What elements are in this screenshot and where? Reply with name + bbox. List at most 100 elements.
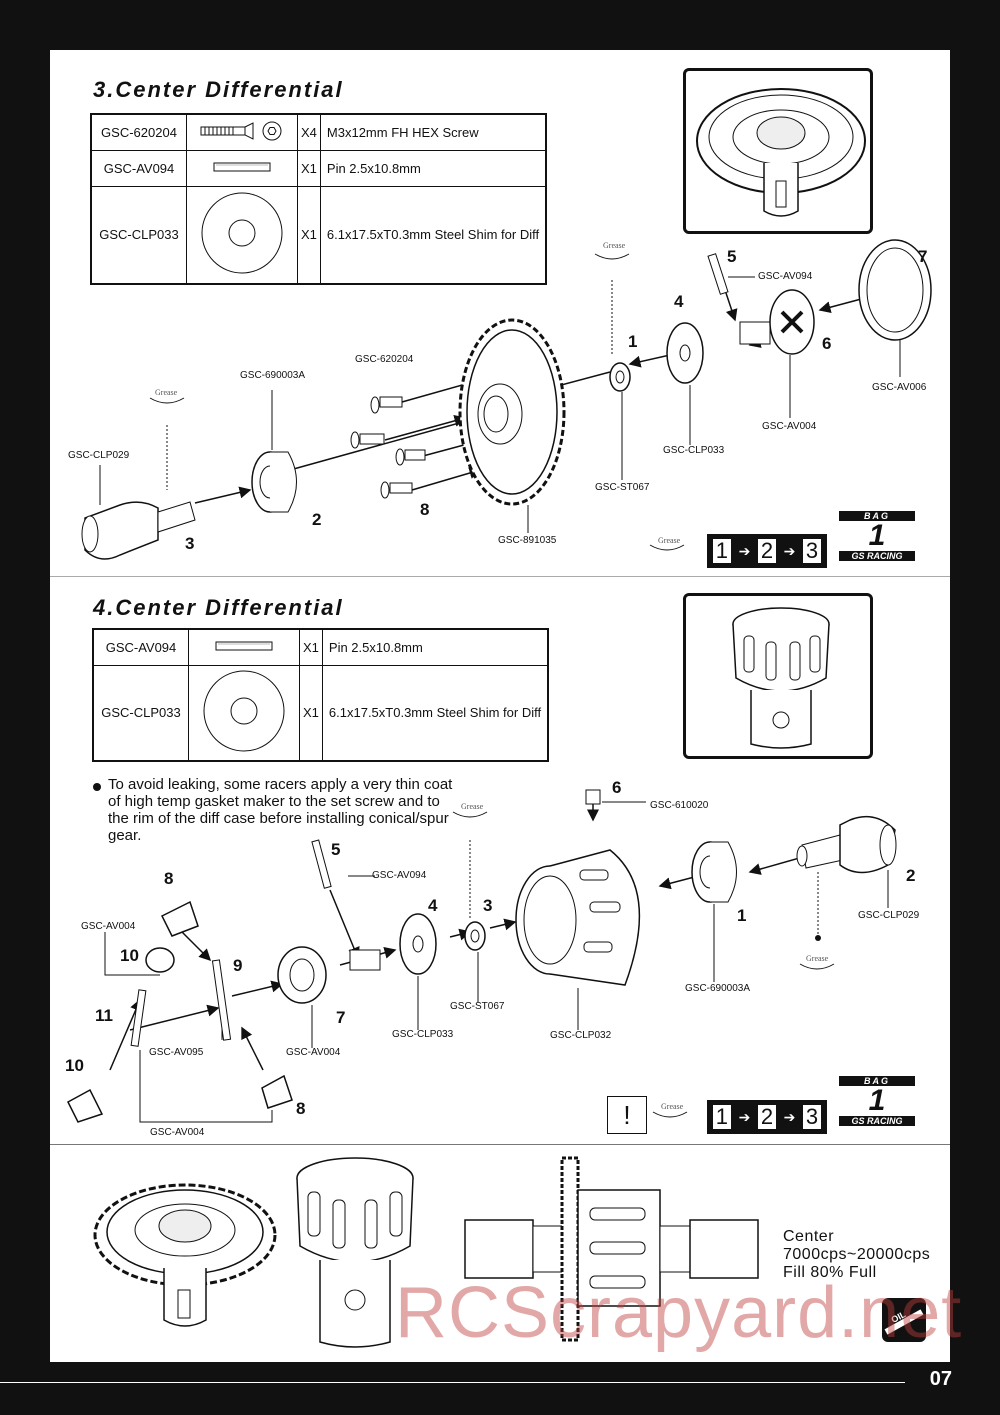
section4-exploded-diagram	[67, 789, 897, 1123]
pin-image	[188, 628, 300, 666]
label-clp029: GSC-CLP029	[68, 450, 130, 461]
fill-line-3: Fill 80% Full	[783, 1264, 877, 1281]
oil-bottle-icon	[882, 1298, 926, 1342]
shim-image	[186, 185, 298, 285]
grease-label: Grease	[658, 536, 681, 545]
callout-3: 3	[185, 534, 195, 553]
footer-illustrations	[93, 1156, 926, 1348]
label-av094: GSC-AV094	[758, 271, 813, 282]
label-891035: GSC-891035	[498, 535, 557, 546]
callout-10: 10	[120, 946, 139, 965]
section4-title: 4.Center Differential	[93, 595, 344, 620]
pin-icon	[213, 162, 271, 171]
grease-label: Grease	[661, 1102, 684, 1111]
label-st067: GSC-ST067	[595, 482, 650, 493]
callout-4: 4	[674, 292, 684, 311]
callout-6: 6	[612, 778, 622, 797]
cup-joint-part	[796, 815, 897, 874]
step-2: 2	[757, 1105, 777, 1129]
label-clp033: GSC-CLP033	[663, 445, 725, 456]
bevel-gear-part	[67, 900, 327, 1123]
table-row: GSC-CLP033 X1 6.1x17.5xT0.3mm Steel Shim…	[90, 185, 547, 285]
caution-icon: !	[607, 1096, 647, 1134]
part-description: 6.1x17.5xT0.3mm Steel Shim for Diff	[319, 185, 547, 285]
part-quantity: X1	[299, 664, 323, 762]
grease-arcs	[149, 253, 685, 551]
step-3: 3	[802, 1105, 822, 1129]
label-690003a: GSC-690003A	[685, 983, 751, 994]
page-number: 07	[929, 1368, 952, 1390]
callout-8: 8	[296, 1099, 306, 1118]
grease-label: Grease	[155, 388, 178, 397]
shim-icon	[201, 192, 283, 274]
part-number: GSC-CLP033	[92, 664, 189, 762]
gear-diff-illustration	[93, 1183, 277, 1327]
manual-page: 3.Center Differential GSC-620204 X4 M3x1…	[50, 50, 961, 1362]
pin-part	[211, 959, 232, 1041]
spur-gear-part	[458, 318, 566, 506]
step-3: 3	[802, 539, 822, 563]
callout-7: 7	[918, 247, 928, 266]
part-description: Pin 2.5x10.8mm	[321, 628, 549, 666]
label-690003a: GSC-690003A	[240, 370, 306, 381]
shim-image	[188, 664, 300, 762]
step-sequence: 1➔ 2➔ 3	[707, 1100, 827, 1134]
label-av095: GSC-AV095	[149, 1047, 204, 1058]
label-av004: GSC-AV004	[81, 921, 136, 932]
section3-title: 3.Center Differential	[93, 77, 344, 102]
step-1: 1	[712, 539, 732, 563]
step-1: 1	[712, 1105, 732, 1129]
bag-badge: BAG 1 GS RACING	[839, 511, 915, 561]
shim-icon	[203, 670, 285, 752]
part-number: GSC-AV094	[90, 149, 187, 187]
part-number: GSC-AV094	[92, 628, 189, 666]
footer-rule	[0, 1382, 905, 1383]
fill-line-2: 7000cps~20000cps	[783, 1246, 931, 1263]
pin-part	[311, 839, 332, 889]
table-row: GSC-CLP033 X1 6.1x17.5xT0.3mm Steel Shim…	[92, 664, 549, 762]
section3-assembled-view	[683, 68, 873, 234]
brand-label: GS RACING	[839, 551, 915, 561]
assembled-gear-diff-icon	[696, 88, 866, 217]
fill-instructions: Center 7000cps~20000cps Fill 80% Full	[783, 1228, 930, 1282]
pin-icon	[215, 641, 273, 651]
bearing-part	[251, 451, 297, 513]
section3-parts-table: GSC-620204 X4 M3x12mm FH HEX Screw GSC-A…	[90, 113, 548, 285]
label-av004: GSC-AV004	[762, 421, 817, 432]
step-sequence: 1➔ 2➔ 3	[707, 534, 827, 568]
callout-3: 3	[483, 896, 493, 915]
section-divider	[50, 576, 950, 577]
label-av094: GSC-AV094	[372, 870, 427, 881]
bag-label: BAG	[839, 1076, 915, 1086]
callout-1: 1	[737, 906, 747, 925]
bag-badge: BAG 1 GS RACING	[839, 1076, 915, 1126]
callout-6: 6	[822, 334, 832, 353]
callout-9: 9	[233, 956, 243, 975]
label-620204: GSC-620204	[355, 354, 414, 365]
center-diff-assembly-illustration	[464, 1156, 759, 1342]
set-screw-part	[585, 789, 601, 805]
label-clp032: GSC-CLP032	[550, 1030, 612, 1041]
label-clp029: GSC-CLP029	[858, 910, 920, 921]
pin-image	[186, 149, 298, 187]
label-610020: GSC-610020	[650, 800, 709, 811]
callout-8: 8	[164, 869, 174, 888]
bearing-part	[691, 841, 737, 903]
step-2: 2	[757, 539, 777, 563]
callout-11: 11	[95, 1006, 113, 1025]
part-number: GSC-CLP033	[90, 185, 187, 285]
watermark: RCScrapyard.net	[395, 1273, 963, 1353]
leak-note: To avoid leaking, some racers apply a ve…	[108, 776, 453, 844]
label-av004: GSC-AV004	[286, 1047, 341, 1058]
grease-label: Grease	[461, 802, 484, 811]
callout-5: 5	[331, 840, 341, 859]
callout-2: 2	[312, 510, 322, 529]
part-description: M3x12mm FH HEX Screw	[319, 113, 547, 151]
diff-case-part	[515, 849, 641, 986]
screws-part	[350, 396, 426, 499]
assembled-diff-case-icon	[732, 607, 830, 749]
bag-number: 1	[868, 519, 886, 552]
label-clp033: GSC-CLP033	[392, 1029, 454, 1040]
callout-7: 7	[336, 1008, 346, 1027]
pin-part	[130, 989, 147, 1047]
